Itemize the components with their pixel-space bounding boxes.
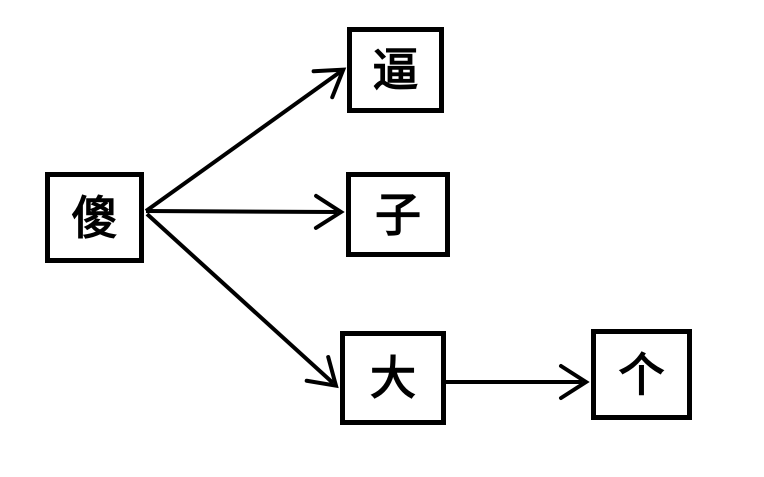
node-ge: 个 <box>591 329 692 420</box>
node-ge-label: 个 <box>618 347 665 402</box>
node-zi-label: 子 <box>375 187 421 242</box>
arrow-sha-to-da <box>145 212 339 389</box>
arrow-sha-to-bi <box>144 67 347 213</box>
node-sha-label: 傻 <box>71 190 118 245</box>
node-zi: 子 <box>346 172 450 257</box>
node-bi-label: 逼 <box>372 43 419 97</box>
arrow-sha-to-zi <box>145 193 345 230</box>
node-da: 大 <box>340 331 446 425</box>
node-da-label: 大 <box>370 351 416 405</box>
node-bi: 逼 <box>347 27 444 113</box>
node-sha: 傻 <box>45 172 144 263</box>
